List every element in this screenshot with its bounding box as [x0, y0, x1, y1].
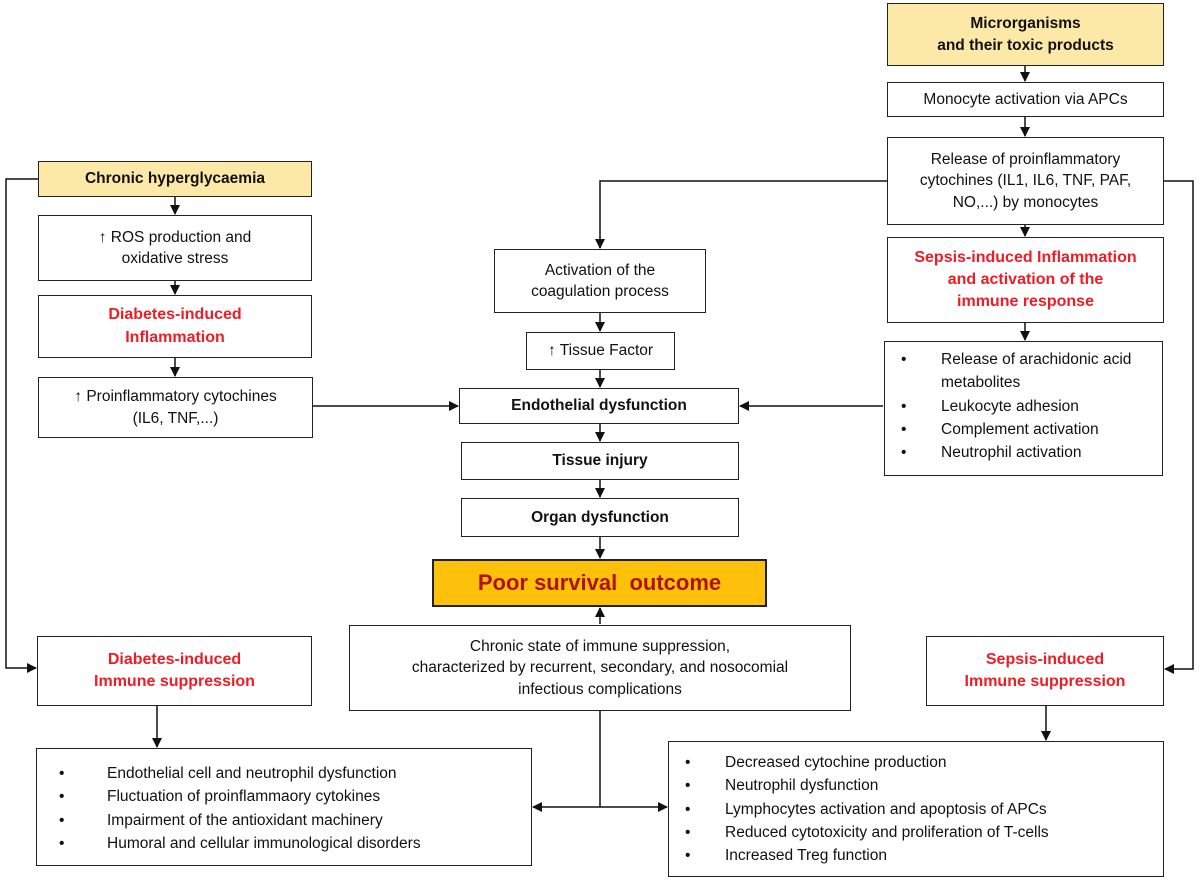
- list-item: • Lymphocytes activation and apoptosis of…: [685, 798, 1157, 821]
- bullet: •: [685, 800, 691, 818]
- list-item: • Reduced cytotoxicity and proliferation …: [685, 821, 1157, 844]
- endothelial-dysfunction-box: Endothelial dysfunction: [459, 388, 739, 424]
- up-arrow-icon: ↑: [74, 388, 83, 406]
- bullet: •: [59, 834, 65, 852]
- chronic-state-line-3: infectious complications: [518, 680, 682, 698]
- ros-line-1-text: ROS production and: [110, 228, 252, 246]
- sepsis-immune-suppression-box: Sepsis-induced Immune suppression: [926, 636, 1164, 706]
- proinflammatory-line-1: ↑ Proinflammatory cytochines: [74, 386, 276, 407]
- item-text: Increased Treg function: [725, 847, 887, 864]
- tissue-factor-line: ↑ Tissue Factor: [548, 340, 653, 361]
- list-item: • Increased Treg function: [685, 844, 1157, 867]
- poor-survival-outcome-text: Poor survival outcome: [477, 569, 722, 595]
- microorganisms-line-1: Microrganisms: [970, 15, 1081, 33]
- item-text: Endothelial cell and neutrophil dysfunct…: [107, 765, 397, 782]
- item-text: Lymphocytes activation and apoptosis of …: [725, 800, 1047, 818]
- list-item: • Endothelial cell and neutrophil dysfunc…: [59, 762, 525, 785]
- bullet: •: [59, 788, 65, 806]
- bullet: •: [685, 823, 691, 841]
- ros-line-1: ↑ ROS production and: [99, 227, 252, 248]
- item-text: Humoral and cellular immunological disor…: [107, 834, 421, 852]
- diabetes-immune-effects-list: • Endothelial cell and neutrophil dysfunc…: [36, 748, 532, 866]
- sepsis-immune-effects-list: • Decreased cytochine production • Neutrop…: [668, 741, 1164, 877]
- chronic-hyperglycaemia-text: Chronic hyperglycaemia: [84, 170, 266, 188]
- coagulation-box: Activation of the coagulation process: [494, 249, 706, 313]
- chronic-state-line-1: Chronic state of immune suppression,: [469, 637, 731, 655]
- microorganisms-box: Microrganisms and their toxic products: [887, 3, 1164, 66]
- chronic-immune-suppression-box: Chronic state of immune suppression, cha…: [349, 625, 851, 711]
- monocyte-activation-box: Monocyte activation via APCs: [887, 82, 1164, 117]
- list-item: • Leukocyte adhesion: [901, 395, 1156, 418]
- list-item: • Neutrophil dysfunction: [685, 774, 1157, 797]
- sepsis-inflammation-line-1: Sepsis-induced Inflammation: [914, 248, 1137, 266]
- microorganisms-line-2: and their toxic products: [937, 36, 1114, 54]
- organ-dysfunction-box: Organ dysfunction: [461, 498, 739, 537]
- release-cytochines-box: Release of proinflammatory cytochines (I…: [887, 137, 1164, 225]
- proinflammatory-line-1-text: Proinflammatory cytochines: [86, 388, 277, 406]
- chronic-hyperglycaemia-box: Chronic hyperglycaemia: [38, 161, 312, 197]
- tissue-injury-box: Tissue injury: [461, 442, 739, 480]
- proinflammatory-line-2: (IL6, TNF,...): [132, 409, 219, 427]
- bullet: •: [59, 765, 65, 782]
- sepsis-immune-line-1: Sepsis-induced: [985, 650, 1105, 668]
- diabetes-immune-line-2: Immune suppression: [94, 673, 255, 690]
- item-text: Reduced cytotoxicity and proliferation o…: [725, 823, 1049, 841]
- bullet: •: [685, 847, 691, 864]
- ros-line-2: oxidative stress: [121, 250, 229, 267]
- organ-dysfunction-text: Organ dysfunction: [531, 508, 669, 526]
- diabetes-inflammation-box: Diabetes-induced Inflammation: [38, 295, 312, 358]
- effect-text: Complement activation: [941, 420, 1099, 438]
- effect-text: Leukocyte adhesion: [941, 397, 1079, 415]
- list-item: • Decreased cytochine production: [685, 751, 1157, 774]
- release-line-2: cytochines (IL1, IL6, TNF, PAF,: [919, 172, 1132, 190]
- tissue-factor-text: Tissue Factor: [559, 342, 654, 360]
- poor-survival-outcome-box: Poor survival outcome: [432, 559, 767, 607]
- bullet: •: [901, 351, 907, 368]
- sepsis-inflammation-line-2: and activation of the: [947, 270, 1104, 288]
- bullet: •: [901, 444, 907, 461]
- up-arrow-icon: ↑: [98, 228, 107, 246]
- list-item: • Release of arachidonic acid metabolites: [901, 348, 1156, 395]
- release-line-3: NO,...) by monocytes: [952, 193, 1099, 211]
- item-text: Decreased cytochine production: [725, 754, 947, 771]
- bullet: •: [59, 811, 65, 829]
- release-line-1: Release of proinflammatory: [930, 150, 1121, 168]
- diabetes-immune-line-1: Diabetes-induced: [107, 650, 242, 668]
- coagulation-line-2: coagulation process: [531, 283, 669, 300]
- sepsis-inflammation-box: Sepsis-induced Inflammation and activati…: [887, 237, 1164, 323]
- list-item: • Neutrophil activation: [901, 441, 1156, 464]
- bullet: •: [685, 777, 691, 795]
- list-item: • Fluctuation of proinflammaory cytokines: [59, 785, 525, 808]
- diabetes-inflammation-line-1: Diabetes-induced: [108, 306, 242, 324]
- sepsis-effects-list: • Release of arachidonic acid metabolites…: [884, 341, 1163, 476]
- effect-text: Neutrophil activation: [941, 444, 1082, 461]
- item-text: Impairment of the antioxidant machinery: [107, 811, 383, 829]
- sepsis-inflammation-line-3: immune response: [957, 293, 1094, 311]
- chronic-state-line-2: characterized by recurrent, secondary, a…: [411, 659, 789, 677]
- bullet: •: [901, 420, 907, 438]
- ros-production-box: ↑ ROS production and oxidative stress: [38, 215, 312, 281]
- bullet: •: [685, 754, 691, 771]
- bullet: •: [901, 397, 907, 415]
- tissue-injury-text: Tissue injury: [552, 452, 648, 470]
- item-text: Fluctuation of proinflammaory cytokines: [107, 788, 381, 806]
- diabetes-inflammation-line-2: Inflammation: [125, 328, 225, 346]
- effect-text: Release of arachidonic acid metabolites: [941, 351, 1132, 392]
- monocyte-activation-text: Monocyte activation via APCs: [923, 90, 1128, 108]
- list-item: • Complement activation: [901, 418, 1156, 441]
- list-item: • Humoral and cellular immunological diso…: [59, 832, 525, 855]
- proinflammatory-cytochines-box: ↑ Proinflammatory cytochines (IL6, TNF,.…: [38, 377, 313, 438]
- item-text: Neutrophil dysfunction: [725, 777, 879, 795]
- endothelial-dysfunction-text: Endothelial dysfunction: [511, 397, 687, 415]
- diabetes-immune-suppression-box: Diabetes-induced Immune suppression: [37, 636, 312, 706]
- coagulation-line-1: Activation of the: [544, 261, 656, 279]
- up-arrow-icon: ↑: [547, 342, 556, 360]
- list-item: • Impairment of the antioxidant machinery: [59, 809, 525, 832]
- sepsis-immune-line-2: Immune suppression: [964, 673, 1126, 690]
- tissue-factor-box: ↑ Tissue Factor: [526, 332, 675, 370]
